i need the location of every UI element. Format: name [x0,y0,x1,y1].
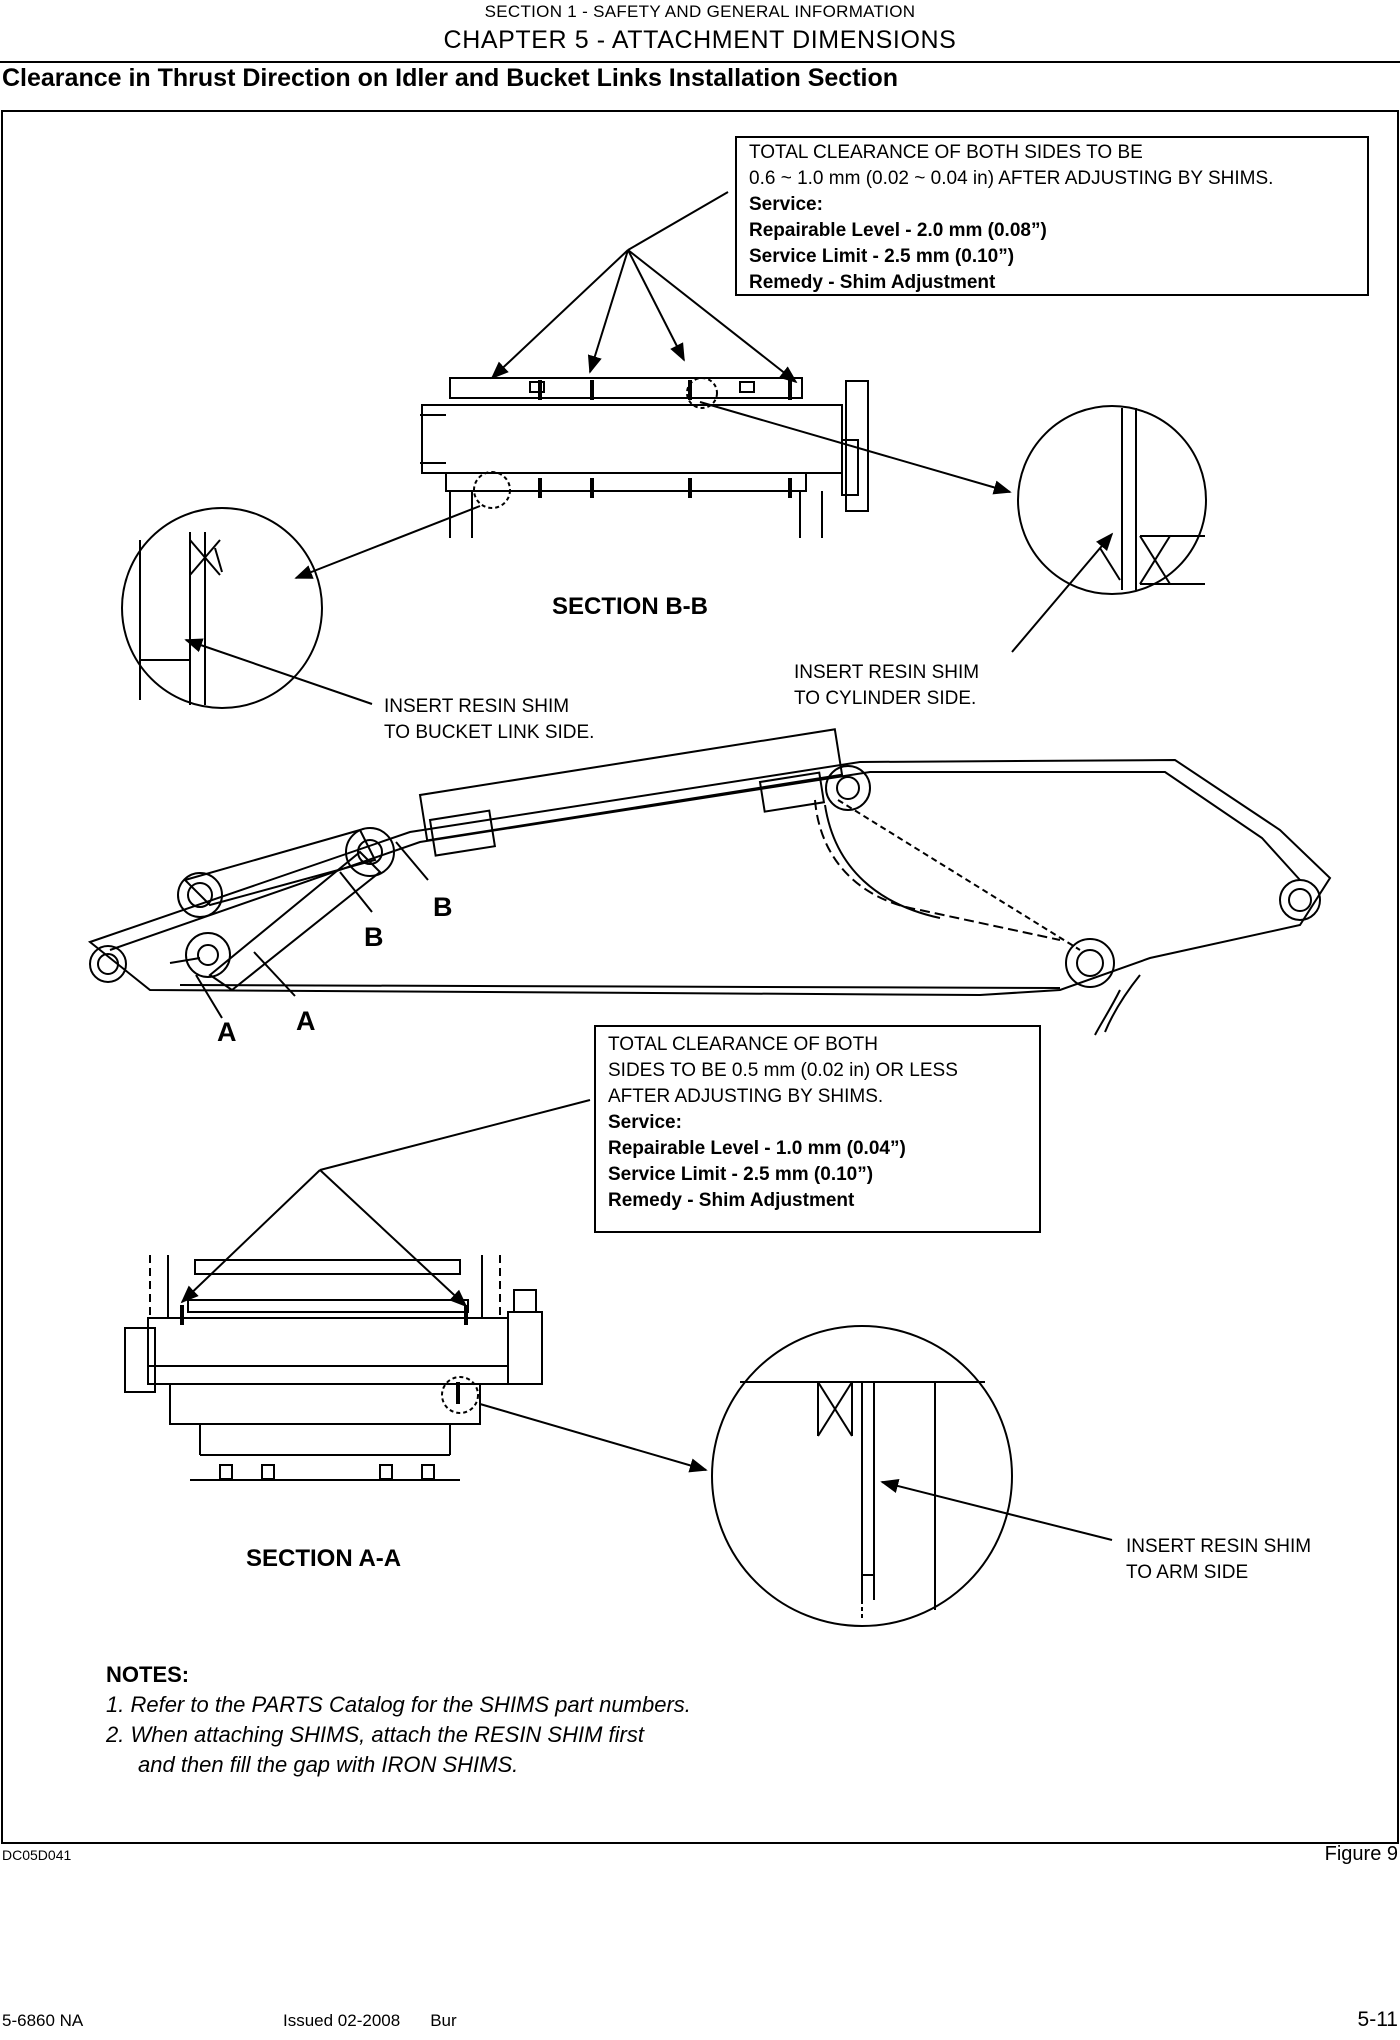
callout-a-limit: Service Limit - 2.5 mm (0.10”) [608,1164,873,1185]
marker-a-right: A [296,1006,316,1036]
callout-a-line2: SIDES TO BE 0.5 mm (0.02 in) OR LESS [608,1060,958,1081]
header-divider [0,61,1400,63]
callout-b-limit: Service Limit - 2.5 mm (0.10”) [749,246,1014,267]
detail-cylinder [1017,405,1207,595]
footer-doc-number: 5-6860 NA [2,2011,84,2030]
notes: NOTES: 1. Refer to the PARTS Catalog for… [105,1662,691,1777]
callout-a-line3: AFTER ADJUSTING BY SHIMS. [608,1086,883,1107]
note-cylinder: INSERT RESIN SHIM TO CYLINDER SIDE. [794,532,1114,709]
note-item-2-cont: and then fill the gap with IRON SHIMS. [138,1752,518,1777]
callout-a-remedy: Remedy - Shim Adjustment [608,1190,855,1211]
chapter-header: CHAPTER 5 - ATTACHMENT DIMENSIONS [443,26,957,54]
note-item-2: 2. When attaching SHIMS, attach the RESI… [105,1722,645,1747]
section-aa-drawing [124,1255,708,1481]
footer-page-number: 5-11 [1357,2008,1398,2031]
marker-b-left: B [364,922,384,952]
section-bb-drawing [294,377,1012,579]
callout-a-service: Service: [608,1112,682,1133]
section-markers: B B A A [195,841,453,1047]
notes-heading: NOTES: [106,1662,189,1687]
footer-issued: Issued 02-2008 [283,2011,401,2030]
note-bucket-link-line2: TO BUCKET LINK SIDE. [384,722,594,743]
footer-branch: Bur [430,2011,457,2030]
detail-bucket-link [121,507,323,709]
callout-b-repairable: Repairable Level - 2.0 mm (0.08”) [749,220,1047,241]
callout-b-line2: 0.6 ~ 1.0 mm (0.02 ~ 0.04 in) AFTER ADJU… [749,168,1273,189]
section-bb-label: SECTION B-B [552,593,708,620]
note-bucket-link-line1: INSERT RESIN SHIM [384,696,569,717]
note-item-1: 1. Refer to the PARTS Catalog for the SH… [106,1692,691,1717]
marker-b-right: B [433,892,453,922]
figure-label: Figure 9 [1324,1843,1398,1865]
callout-box-a: TOTAL CLEARANCE OF BOTH SIDES TO BE 0.5 … [594,1025,1041,1233]
section-header: SECTION 1 - SAFETY AND GENERAL INFORMATI… [484,2,916,21]
note-cylinder-line2: TO CYLINDER SIDE. [794,688,976,709]
leader-lines-a [180,1099,591,1308]
callout-b-service: Service: [749,194,823,215]
figure-frame [1,110,1399,1844]
callout-a-repairable: Repairable Level - 1.0 mm (0.04”) [608,1138,906,1159]
note-cylinder-line1: INSERT RESIN SHIM [794,662,979,683]
page-title: Clearance in Thrust Direction on Idler a… [2,64,899,92]
arm-assembly-drawing [87,728,1332,1036]
footer-issue: Issued 02-2008 Bur [283,2011,457,2031]
figure-code: DC05D041 [2,1847,72,1863]
callout-b-remedy: Remedy - Shim Adjustment [749,272,996,293]
note-arm-line2: TO ARM SIDE [1126,1562,1248,1583]
marker-a-left: A [217,1017,237,1047]
leader-lines-b [490,191,798,384]
note-bucket-link: INSERT RESIN SHIM TO BUCKET LINK SIDE. [184,638,594,743]
callout-box-b: TOTAL CLEARANCE OF BOTH SIDES TO BE 0.6 … [735,136,1369,296]
note-arm: INSERT RESIN SHIM TO ARM SIDE [880,1478,1311,1583]
section-aa-label: SECTION A-A [246,1545,401,1572]
note-arm-line1: INSERT RESIN SHIM [1126,1536,1311,1557]
detail-arm [711,1325,1013,1627]
callout-b-line1: TOTAL CLEARANCE OF BOTH SIDES TO BE [749,142,1143,163]
callout-a-line1: TOTAL CLEARANCE OF BOTH [608,1034,878,1055]
